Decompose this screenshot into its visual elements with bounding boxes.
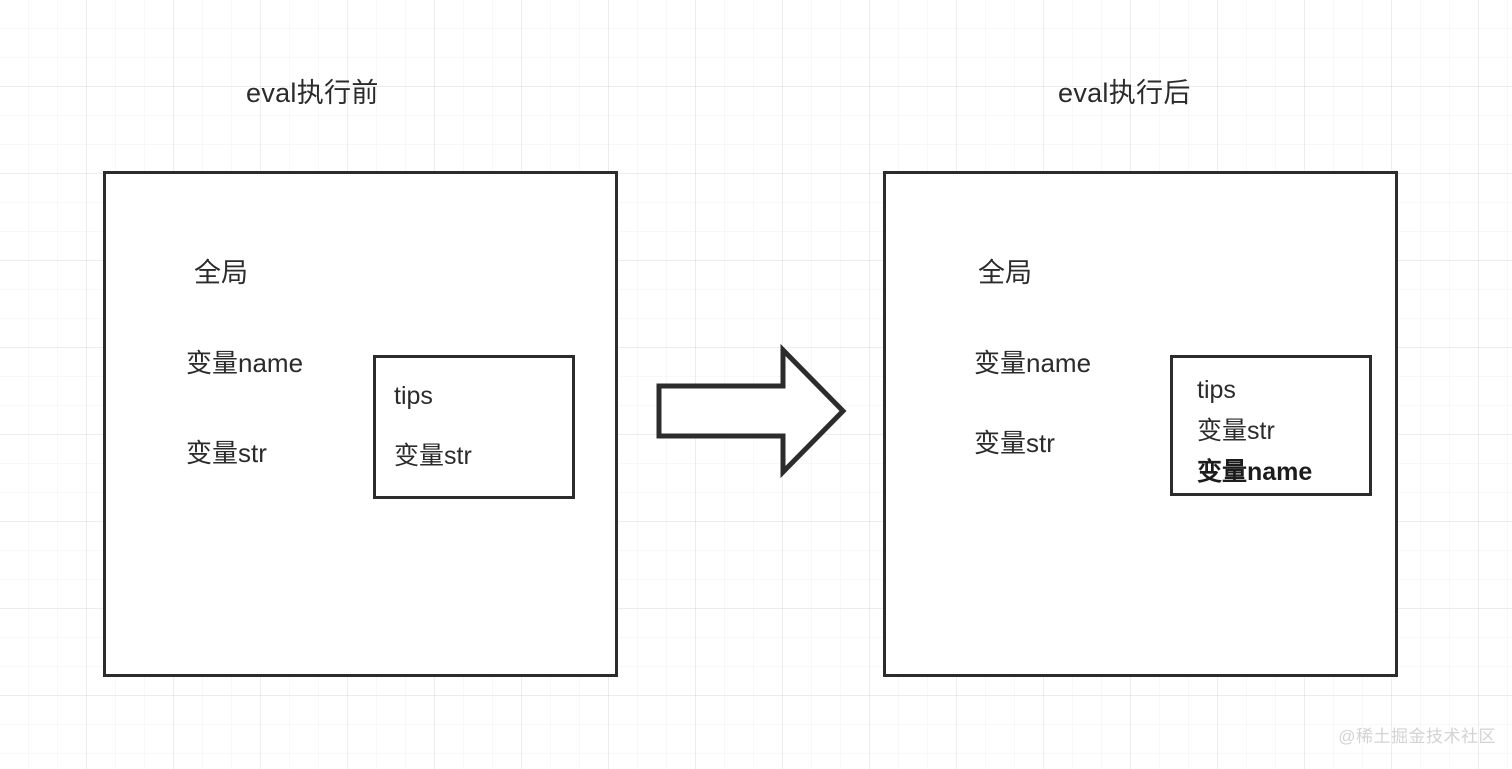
panel-caption-after: eval执行后 bbox=[1058, 78, 1191, 108]
global-variable-list-after: 变量name 变量str bbox=[974, 350, 1174, 510]
scope-title-after: 全局 bbox=[978, 258, 1032, 288]
global-variable-item: 变量name bbox=[974, 348, 1092, 378]
function-scope-variable-item: 变量str bbox=[1197, 417, 1275, 445]
scope-title-before: 全局 bbox=[194, 258, 248, 288]
function-scope-name: tips bbox=[394, 382, 433, 410]
function-scope-box-after: tips 变量str 变量name bbox=[1170, 355, 1372, 496]
panel-caption-before: eval执行前 bbox=[246, 78, 379, 108]
global-variable-item: 变量str bbox=[186, 438, 267, 468]
global-variable-item: 变量name bbox=[186, 348, 304, 378]
global-scope-box-after: 全局 变量name 变量str tips 变量str 变量name bbox=[883, 171, 1398, 677]
global-variable-item: 变量str bbox=[974, 428, 1055, 458]
watermark: @稀土掘金技术社区 bbox=[1338, 727, 1496, 746]
function-scope-variable-item: 变量str bbox=[394, 442, 472, 470]
function-scope-box-before: tips 变量str bbox=[373, 355, 575, 499]
global-scope-box-before: 全局 变量name 变量str tips 变量str bbox=[103, 171, 618, 677]
right-block-arrow-icon bbox=[652, 343, 852, 483]
function-scope-variable-item-added: 变量name bbox=[1197, 458, 1313, 486]
global-variable-list-before: 变量name 变量str bbox=[186, 350, 386, 530]
function-scope-name: tips bbox=[1197, 376, 1236, 404]
